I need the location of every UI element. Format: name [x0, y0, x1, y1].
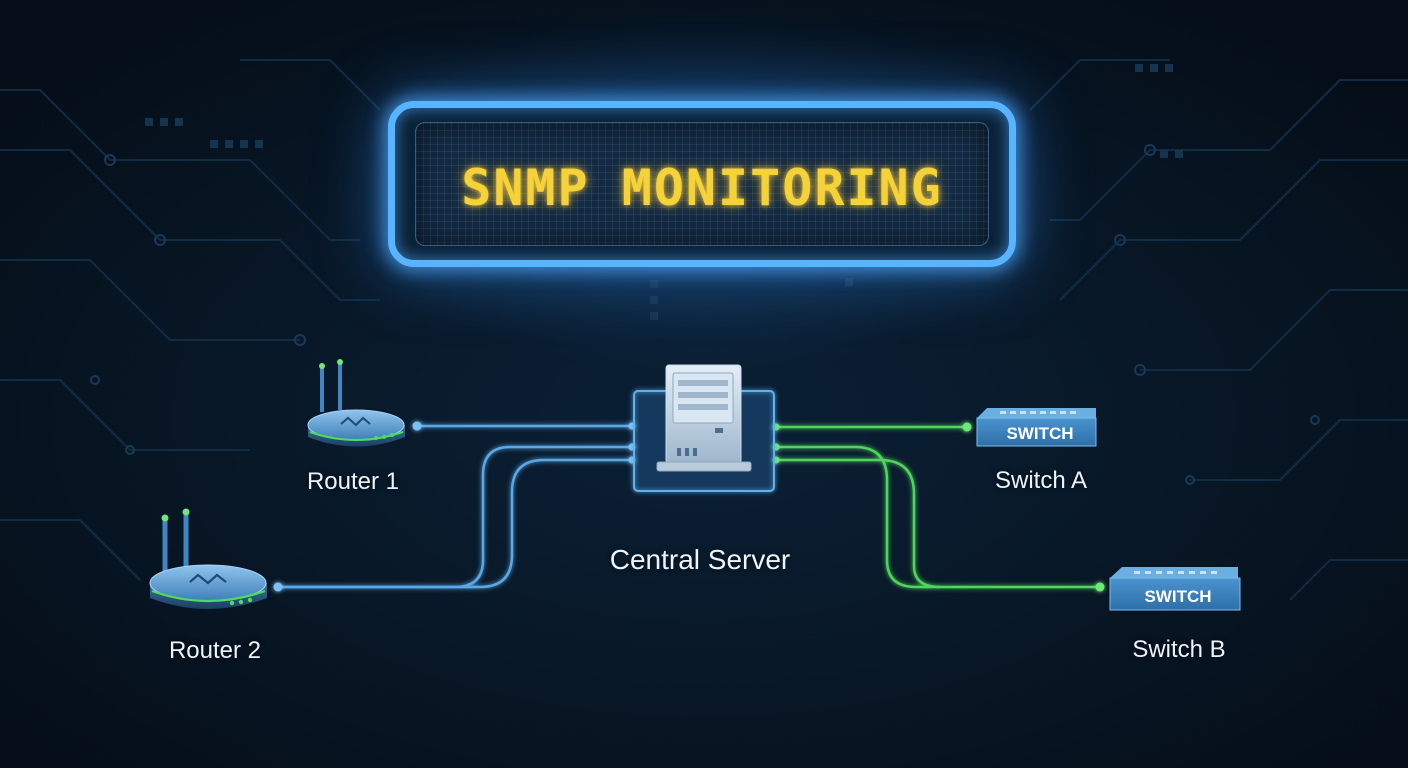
- switch-a-label: Switch A: [994, 467, 1088, 494]
- router-icon[interactable]: [307, 359, 405, 447]
- switch-icon[interactable]: SWITCH: [976, 408, 1097, 447]
- router-links: [278, 424, 632, 589]
- title-panel: SNMP MONITORING: [415, 122, 989, 246]
- switch-b-label: Switch B: [1132, 636, 1226, 663]
- router-1-label: Router 1: [306, 468, 400, 495]
- page-title: SNMP MONITORING: [461, 159, 943, 217]
- router-2-label: Router 2: [168, 637, 262, 664]
- link-server-switchB-a: [776, 445, 1100, 589]
- link-router2-server-b: [278, 458, 632, 589]
- link-server-switchB-b: [776, 458, 941, 589]
- switch-icon[interactable]: SWITCH: [1109, 567, 1241, 611]
- server-icon[interactable]: [633, 364, 775, 492]
- central-server-label: Central Server: [609, 544, 791, 575]
- switch-a-badge: SWITCH: [1006, 424, 1073, 443]
- switch-links: [776, 425, 1100, 589]
- switch-b-badge: SWITCH: [1144, 587, 1211, 606]
- link-router2-server-a: [278, 445, 632, 589]
- title-sign: SNMP MONITORING: [388, 101, 1016, 267]
- router-icon[interactable]: [149, 508, 267, 610]
